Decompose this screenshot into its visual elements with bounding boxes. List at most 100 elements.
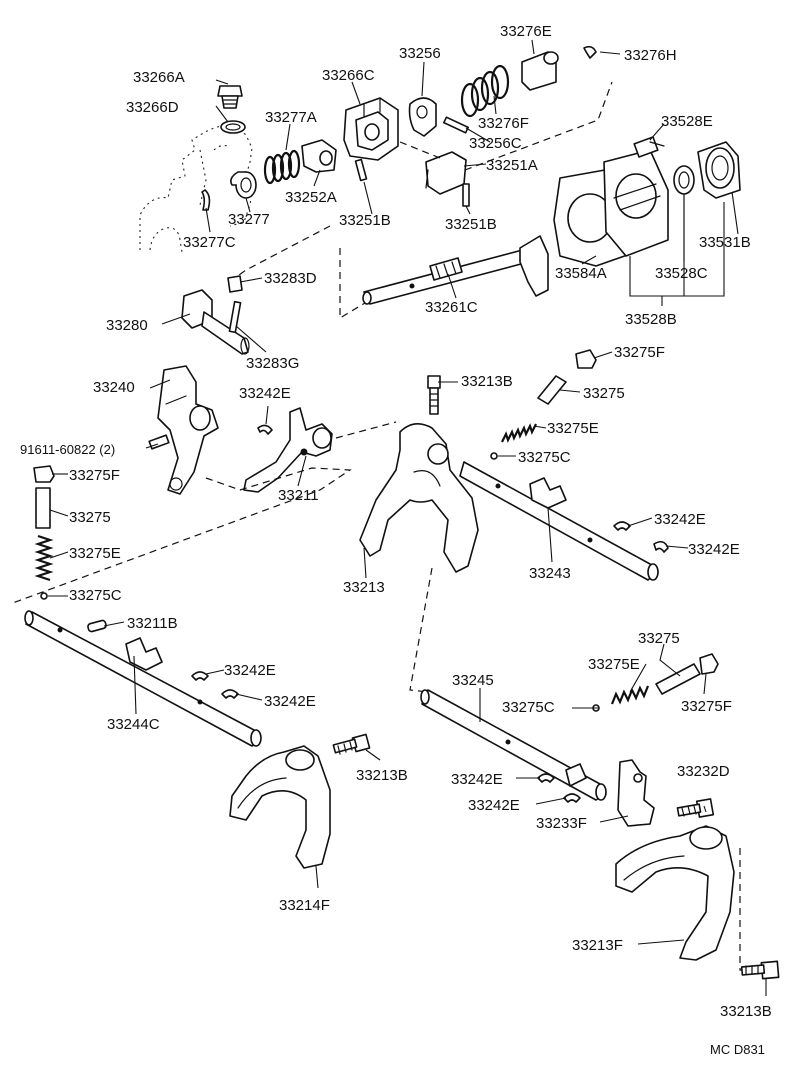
label-33211: 33211 bbox=[278, 487, 319, 504]
part-33242E-clip-f bbox=[537, 773, 555, 783]
label-33242E-c: 33242E bbox=[688, 541, 740, 558]
part-33242E-clip-c bbox=[653, 540, 669, 553]
label-33266C: 33266C bbox=[322, 67, 375, 84]
part-33277C-clip bbox=[201, 189, 211, 211]
label-33528B: 33528B bbox=[625, 311, 677, 328]
part-33275C-ball-top bbox=[490, 452, 498, 460]
assembly-line-2 bbox=[464, 81, 613, 171]
part-33528E-bolt bbox=[633, 136, 665, 158]
label-33275-right: 33275 bbox=[638, 630, 680, 647]
part-33213B-bolt-mid bbox=[332, 733, 371, 755]
assembly-line-6 bbox=[335, 421, 397, 439]
part-33275-pin-left bbox=[35, 487, 51, 529]
label-33277A: 33277A bbox=[265, 109, 317, 126]
label-33256C: 33256C bbox=[469, 135, 522, 152]
label-33275F-right: 33275F bbox=[681, 698, 732, 715]
part-33275F-plug-right bbox=[699, 653, 719, 675]
label-33213: 33213 bbox=[343, 579, 385, 596]
part-33276H-clip bbox=[583, 45, 597, 59]
part-33256C-pin bbox=[443, 116, 469, 134]
part-33213-fork bbox=[359, 423, 479, 573]
part-33251A-lever bbox=[425, 151, 467, 195]
label-33232D: 33232D bbox=[677, 763, 730, 780]
part-33242E-clip-d bbox=[191, 671, 209, 681]
label-33283D: 33283D bbox=[264, 270, 317, 287]
label-33242E-e: 33242E bbox=[264, 693, 316, 710]
assembly-line-7 bbox=[409, 567, 433, 693]
part-33240-plate bbox=[157, 365, 219, 495]
label-33266A: 33266A bbox=[133, 69, 185, 86]
label-33242E-a: 33242E bbox=[239, 385, 291, 402]
part-33213B-bolt-top bbox=[427, 375, 441, 415]
label-33275E-left: 33275E bbox=[69, 545, 121, 562]
part-33266A-plug bbox=[217, 85, 243, 109]
leader-lines bbox=[48, 39, 767, 996]
part-33275-pin-right bbox=[655, 663, 701, 695]
part-33584A-housing bbox=[553, 149, 669, 267]
part-33275E-spring-top bbox=[501, 423, 537, 443]
label-33528E: 33528E bbox=[661, 113, 713, 130]
label-33242E-f: 33242E bbox=[451, 771, 503, 788]
label-33275-top: 33275 bbox=[583, 385, 625, 402]
part-33275F-plug-top bbox=[575, 349, 597, 369]
label-33277: 33277 bbox=[228, 211, 270, 228]
label-33277C: 33277C bbox=[183, 234, 236, 251]
part-33275C-ball-left bbox=[40, 592, 48, 600]
label-33276H: 33276H bbox=[624, 47, 677, 64]
label-33275E-right: 33275E bbox=[588, 656, 640, 673]
part-33213B-bolt-bottom bbox=[740, 960, 780, 980]
label-33252A: 33252A bbox=[285, 189, 337, 206]
label-33275-left: 33275 bbox=[69, 509, 111, 526]
part-33275E-spring-left bbox=[34, 534, 54, 582]
assembly-line-1 bbox=[399, 141, 441, 159]
label-33275C-left: 33275C bbox=[69, 587, 122, 604]
label-33275C-top: 33275C bbox=[518, 449, 571, 466]
label-33280: 33280 bbox=[106, 317, 148, 334]
part-33275E-spring-right bbox=[610, 685, 650, 705]
part-33266C-housing bbox=[343, 97, 399, 161]
part-33277-bushing bbox=[230, 171, 257, 199]
part-33528C-bearing bbox=[673, 165, 695, 195]
part-33276F-spring bbox=[460, 64, 510, 118]
label-33211B: 33211B bbox=[127, 615, 178, 632]
label-33213B-bottom: 33213B bbox=[720, 1003, 772, 1020]
part-33251B-pin-right bbox=[462, 183, 470, 207]
label-33243: 33243 bbox=[529, 565, 571, 582]
label-33256: 33256 bbox=[399, 45, 441, 62]
label-33242E-b: 33242E bbox=[654, 511, 706, 528]
label-33245: 33245 bbox=[452, 672, 494, 689]
label-91611-60822: 91611-60822 (2) bbox=[20, 442, 115, 457]
label-33251A: 33251A bbox=[486, 157, 538, 174]
part-33214F-fork bbox=[229, 745, 331, 869]
part-33275F-plug-left bbox=[33, 465, 55, 483]
part-33266D-gasket bbox=[220, 120, 246, 134]
assembly-line-4 bbox=[339, 248, 371, 320]
label-33283G: 33283G bbox=[246, 355, 299, 372]
label-33213F: 33213F bbox=[572, 937, 623, 954]
part-33280-selector bbox=[181, 289, 250, 355]
part-33245-shaft bbox=[420, 689, 607, 801]
part-33277A-spring bbox=[263, 149, 301, 185]
label-33261C: 33261C bbox=[425, 299, 478, 316]
label-33275F-left: 33275F bbox=[69, 467, 120, 484]
part-33242E-clip-g bbox=[563, 793, 581, 803]
label-33240: 33240 bbox=[93, 379, 135, 396]
assembly-line-5 bbox=[9, 467, 352, 605]
part-33283G-pin bbox=[228, 300, 242, 334]
label-33531B: 33531B bbox=[699, 234, 751, 251]
part-33211-lever bbox=[243, 407, 333, 493]
part-91611-60822-bolt bbox=[148, 434, 170, 450]
assembly-line-8 bbox=[739, 848, 756, 971]
label-33233F: 33233F bbox=[536, 815, 587, 832]
label-33242E-d: 33242E bbox=[224, 662, 276, 679]
label-33213B-top: 33213B bbox=[461, 373, 513, 390]
label-33275C-right: 33275C bbox=[502, 699, 555, 716]
part-33242E-clip-b bbox=[613, 521, 631, 531]
part-33242E-clip-e bbox=[221, 689, 239, 699]
part-33275-pin-top bbox=[537, 375, 567, 405]
part-33276E-cap bbox=[521, 51, 559, 91]
label-33266D: 33266D bbox=[126, 99, 179, 116]
part-labels: 33266A 33266D 33266C 33256 33276E 33276H… bbox=[20, 23, 772, 1057]
part-33531B-seal bbox=[697, 141, 741, 199]
